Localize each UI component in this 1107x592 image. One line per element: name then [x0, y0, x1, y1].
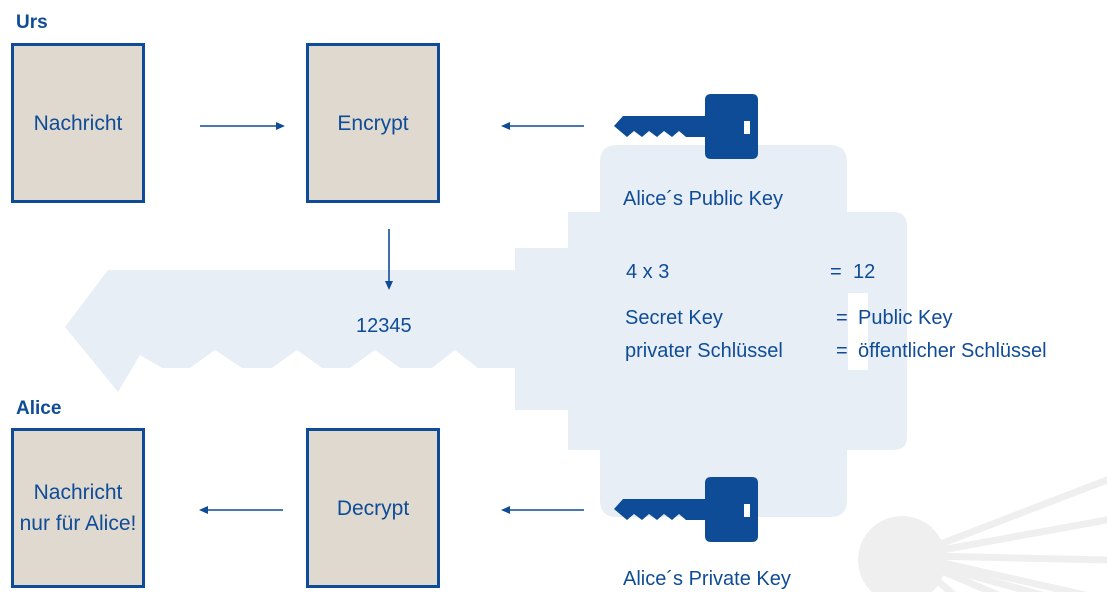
arrow-right-icon [200, 122, 285, 130]
public-key-term: Public Key [858, 307, 953, 329]
arrow-left-icon [199, 506, 283, 514]
public-key-label: Alice´s Public Key [623, 188, 784, 210]
sender-heading: Urs [16, 12, 48, 33]
equation-right: 12 [853, 261, 876, 283]
arrow-down-icon [385, 229, 393, 290]
cipher-text: 12345 [356, 315, 412, 337]
sun-decoration [858, 476, 1107, 592]
arrow-left-icon [501, 506, 584, 514]
arrow-left-icon [501, 122, 584, 130]
secret-key-label: Secret Key [625, 307, 723, 329]
message-box: Nachricht [11, 43, 145, 203]
decrypt-box: Decrypt [306, 428, 440, 588]
key-shape-background [65, 145, 907, 517]
key-icon [614, 477, 758, 542]
key-icon [614, 94, 758, 159]
key-shape-notch [848, 293, 868, 370]
public-key-german-term: öffentlicher Schlüssel [858, 340, 1047, 362]
equation-equals: = [830, 261, 842, 283]
encrypt-box: Encrypt [306, 43, 440, 203]
private-key-label: Alice´s Private Key [623, 568, 791, 590]
private-key-term: privater Schlüssel [625, 340, 783, 362]
equation-left: 4 x 3 [626, 261, 670, 283]
private-message-box: Nachricht nur für Alice! [11, 428, 145, 588]
receiver-heading: Alice [16, 398, 62, 419]
secret-key-equals: = [836, 307, 848, 329]
private-key-equals: = [836, 340, 848, 362]
